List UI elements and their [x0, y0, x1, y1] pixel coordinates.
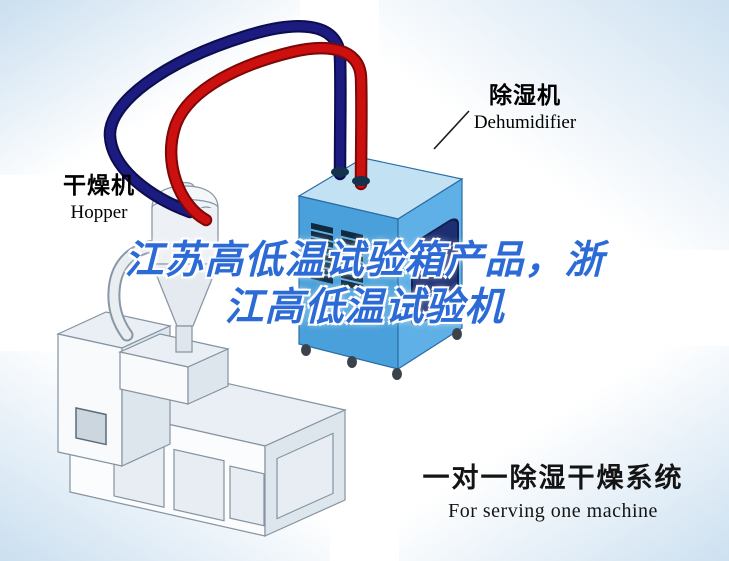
- hopper-label: 干燥机 Hopper: [44, 166, 154, 224]
- dehumidifier-vents: [311, 222, 363, 291]
- hopper-cone: [151, 263, 219, 327]
- caption-en: For serving one machine: [448, 500, 658, 522]
- headline-line-1: 江苏高低温试验箱产品，浙: [124, 238, 605, 283]
- return-air-pipe-body: [109, 241, 159, 340]
- dehumidifier-pointer-line: [433, 110, 470, 150]
- headline-line-2: 江高低温试验机: [224, 284, 505, 330]
- headline: 江苏高低温试验箱产品，浙 江高低温试验机: [0, 238, 729, 332]
- pipe-red-body: [166, 44, 366, 225]
- pipe-collars: [331, 167, 370, 186]
- dehumidifier-illustration: [297, 157, 464, 380]
- hopper-stand-right-face: [187, 348, 229, 405]
- dehumidifier-casters: [301, 328, 462, 380]
- extruder-door: [173, 448, 225, 522]
- cabinet-front-face: [57, 333, 123, 467]
- extruder-illustration: [56, 311, 347, 537]
- dehumidifier-label-zh: 除湿机: [489, 83, 561, 109]
- extruder-door: [229, 465, 265, 527]
- pipe-navy: [103, 20, 347, 219]
- caption-zh: 一对一除湿干燥系统: [422, 463, 684, 494]
- return-air-pipe: [107, 239, 161, 342]
- pipe-navy-body: [105, 22, 345, 217]
- extruder-side-panel: [276, 432, 334, 520]
- caption: 一对一除湿干燥系统 For serving one machine: [405, 456, 701, 523]
- dehumidifier-control-panel: [411, 218, 459, 326]
- hopper-label-en: Hopper: [70, 202, 128, 223]
- pipe-red: [164, 42, 368, 227]
- dehumidifier-label: 除湿机 Dehumidifier: [445, 76, 605, 134]
- hopper-label-zh: 干燥机: [63, 173, 135, 199]
- hopper-outlet: [175, 325, 193, 353]
- dehumidifier-label-en: Dehumidifier: [473, 112, 577, 133]
- cabinet-window: [75, 407, 107, 446]
